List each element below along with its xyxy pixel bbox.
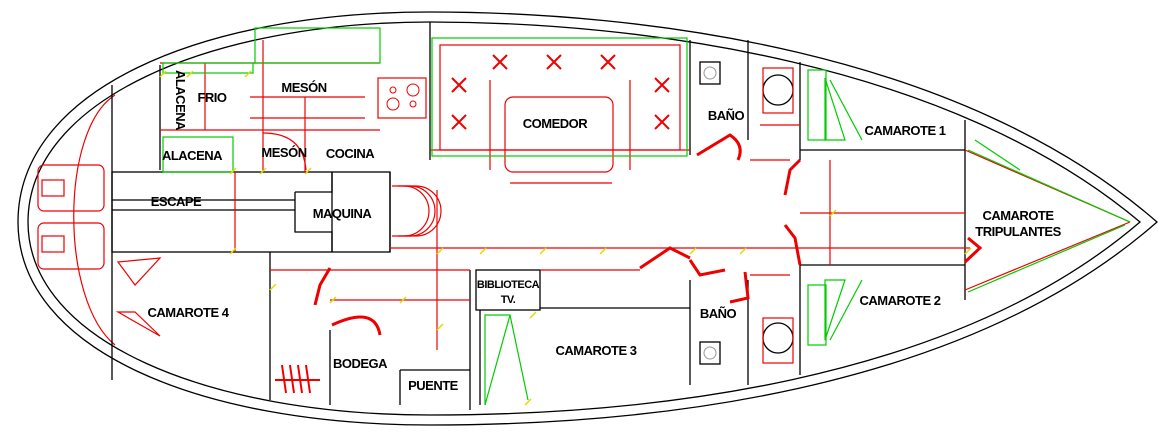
walls [111,22,966,410]
stern-hatches [37,164,105,270]
doors [313,133,983,336]
label-meson: MESÓN [261,145,306,160]
label-biblioteca-tv: TV. [501,294,516,306]
label-comedor: COMEDOR [523,116,589,131]
label-biblioteca: BIBLIOTECA [477,279,540,291]
label-bano-bottom: BAÑO [700,306,737,321]
hull-outer [17,11,1158,426]
ladder [275,364,320,394]
label-alacena-vertical: ALACENA [173,70,188,131]
stern-arc [73,94,116,346]
label-camarote-3: CAMAROTE 3 [556,343,637,358]
stairs [392,185,442,237]
door-arc-meson [262,132,307,171]
label-cocina: COCINA [326,146,375,161]
label-camarote-tripulantes-1: CAMAROTE [982,208,1054,223]
label-maquina: MAQUINA [313,206,373,221]
toilet-icons [699,61,794,365]
dimension-ticks [159,70,972,406]
stove-icon [386,83,420,111]
furniture [162,27,1131,406]
label-camarote-1: CAMAROTE 1 [865,123,946,138]
label-bano-top: BAÑO [708,108,745,123]
dinette-seats [431,37,688,157]
hull-inner [27,21,1142,416]
label-escape: ESCAPE [151,194,202,209]
label-camarote-tripulantes-2: TRIPULANTES [975,224,1061,239]
label-alacena: ALACENA [162,148,223,163]
label-bodega: BODEGA [333,356,388,371]
label-camarote-2: CAMAROTE 2 [860,293,941,308]
label-frio: FRIO [197,90,226,105]
label-meson-top: MESÓN [281,80,326,95]
label-puente: PUENTE [408,378,459,393]
label-camarote-4: CAMAROTE 4 [148,305,230,320]
camarote4-berths [115,257,162,337]
